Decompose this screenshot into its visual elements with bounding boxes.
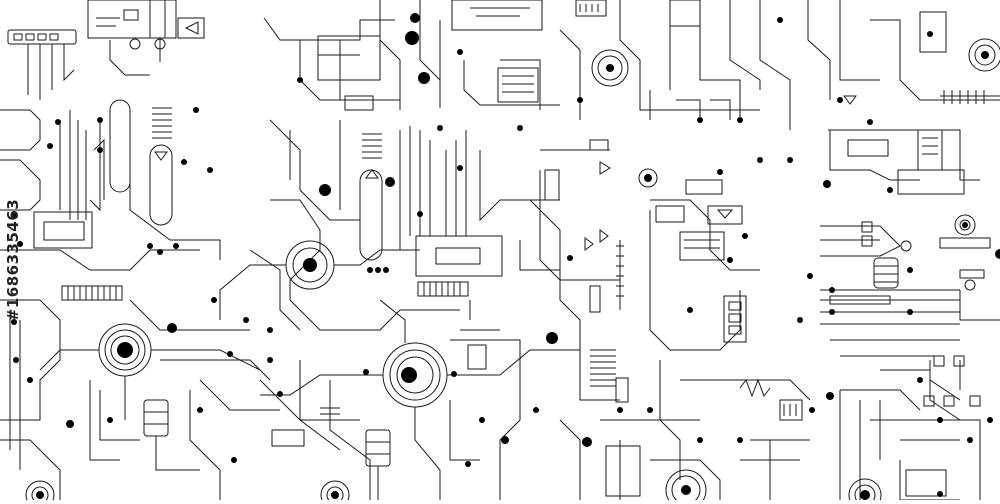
solder-pads bbox=[11, 13, 1000, 500]
stock-id-watermark: #1686335463 bbox=[0, 120, 26, 400]
stock-id-text: #1686335463 bbox=[4, 198, 23, 322]
